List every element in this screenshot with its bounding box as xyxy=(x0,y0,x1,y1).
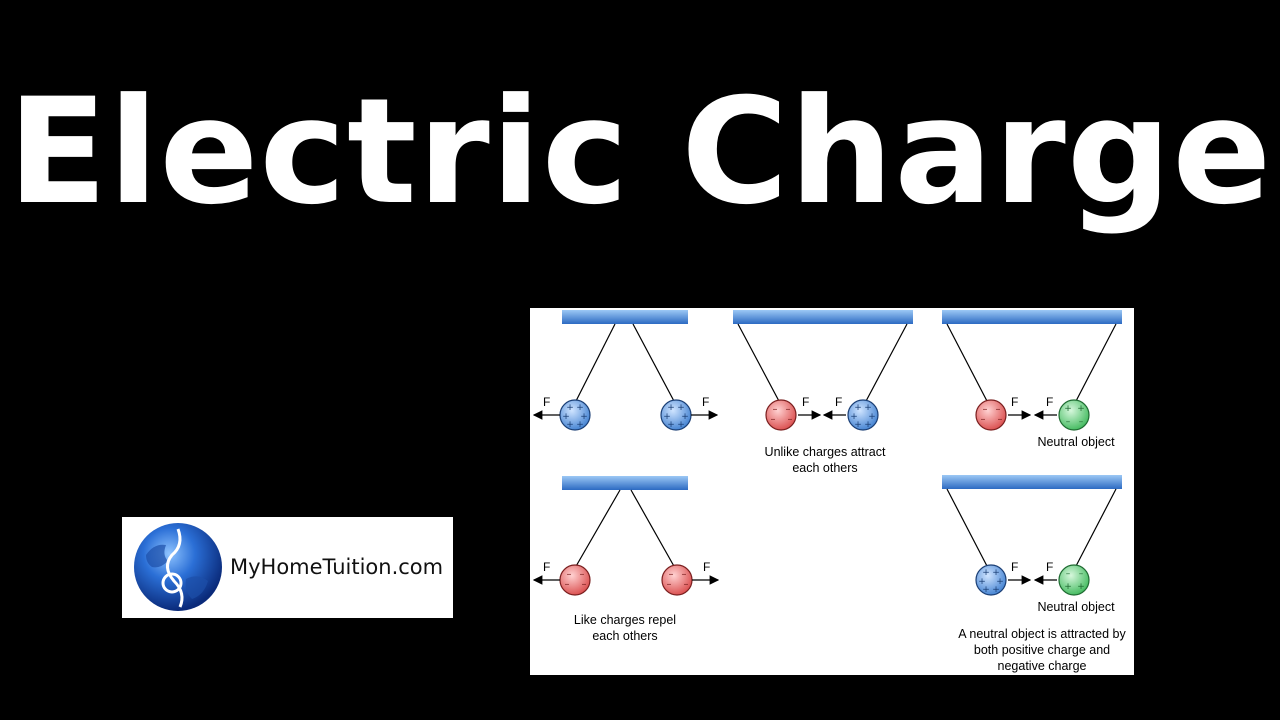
svg-text:–: – xyxy=(684,579,689,590)
svg-text:+: + xyxy=(1077,404,1085,414)
force-label: F xyxy=(1046,560,1053,574)
svg-text:+: + xyxy=(864,420,872,430)
svg-text:+: + xyxy=(562,412,570,422)
svg-text:+: + xyxy=(854,420,862,430)
svg-text:+: + xyxy=(854,403,862,413)
svg-text:+: + xyxy=(982,568,990,578)
panel-positive-neutral: ++ ++ ++ –– ++ F F Neutral object A neut… xyxy=(942,475,1126,673)
svg-text:–: – xyxy=(996,404,1001,415)
svg-text:+: + xyxy=(992,585,1000,595)
svg-text:+: + xyxy=(1064,404,1072,414)
support-bar xyxy=(733,310,913,324)
svg-text:+: + xyxy=(663,412,671,422)
svg-text:–: – xyxy=(983,404,988,415)
svg-text:+: + xyxy=(566,403,574,413)
svg-text:–: – xyxy=(667,579,672,590)
force-label: F xyxy=(543,560,550,574)
globe-icon xyxy=(134,523,222,611)
svg-text:+: + xyxy=(681,412,689,422)
svg-text:+: + xyxy=(667,403,675,413)
force-label: F xyxy=(802,395,809,409)
panel-negative-neutral: –– –– ++ –– F F Neutral object xyxy=(942,310,1122,449)
logo: MyHomeTuition.com xyxy=(122,517,453,618)
panel-positive-repel: ++ ++ ++ ++ ++ ++ F F xyxy=(532,310,719,431)
svg-text:–: – xyxy=(1066,417,1071,427)
positive-charge-sphere xyxy=(847,399,879,431)
charge-diagram: ++ ++ ++ ++ ++ ++ F F –– –– ++ xyxy=(530,308,1134,675)
support-bar xyxy=(942,310,1122,324)
force-label: F xyxy=(1011,560,1018,574)
svg-text:+: + xyxy=(864,403,872,413)
svg-text:+: + xyxy=(1064,582,1072,592)
svg-text:+: + xyxy=(868,412,876,422)
support-bar xyxy=(562,310,688,324)
force-label: F xyxy=(835,395,842,409)
caption: Like charges repel xyxy=(574,613,676,627)
svg-text:–: – xyxy=(786,404,791,415)
panel-negative-repel: –– –– –– –– F F Like charges repel each … xyxy=(532,476,720,643)
svg-text:–: – xyxy=(773,404,778,415)
caption: each others xyxy=(592,629,657,643)
support-bar xyxy=(942,475,1122,489)
svg-text:+: + xyxy=(850,412,858,422)
svg-text:+: + xyxy=(1077,582,1085,592)
svg-text:–: – xyxy=(1079,569,1084,579)
caption: negative charge xyxy=(998,659,1087,673)
svg-text:+: + xyxy=(677,420,685,430)
page-title: Electric Charge xyxy=(7,67,1273,237)
svg-text:–: – xyxy=(582,579,587,590)
support-bar xyxy=(562,476,688,490)
svg-text:–: – xyxy=(682,569,687,580)
svg-text:+: + xyxy=(992,568,1000,578)
svg-text:–: – xyxy=(998,414,1003,425)
svg-text:–: – xyxy=(669,569,674,580)
negative-charge-sphere xyxy=(765,399,797,431)
svg-text:–: – xyxy=(771,414,776,425)
svg-text:+: + xyxy=(667,420,675,430)
force-label: F xyxy=(1046,395,1053,409)
force-label: F xyxy=(543,395,550,409)
caption: both positive charge and xyxy=(974,643,1110,657)
negative-charge-sphere xyxy=(975,399,1007,431)
svg-text:+: + xyxy=(576,403,584,413)
svg-text:+: + xyxy=(576,420,584,430)
force-label: F xyxy=(703,560,710,574)
svg-text:–: – xyxy=(981,414,986,425)
svg-text:+: + xyxy=(982,585,990,595)
svg-text:–: – xyxy=(565,579,570,590)
caption: Unlike charges attract xyxy=(765,445,886,459)
force-label: F xyxy=(1011,395,1018,409)
caption: Neutral object xyxy=(1037,435,1115,449)
panel-unlike-attract: –– –– ++ ++ ++ F F Unlike charges attrac… xyxy=(733,310,913,475)
svg-text:+: + xyxy=(580,412,588,422)
neutral-object-sphere xyxy=(1058,564,1090,596)
svg-text:–: – xyxy=(580,569,585,580)
svg-text:+: + xyxy=(978,577,986,587)
svg-text:+: + xyxy=(566,420,574,430)
svg-text:–: – xyxy=(1066,569,1071,579)
caption: A neutral object is attracted by xyxy=(958,627,1126,641)
force-label: F xyxy=(702,395,709,409)
svg-text:–: – xyxy=(567,569,572,580)
svg-text:–: – xyxy=(788,414,793,425)
svg-text:–: – xyxy=(1079,417,1084,427)
caption: each others xyxy=(792,461,857,475)
caption: Neutral object xyxy=(1037,600,1115,614)
neutral-object-sphere xyxy=(1058,399,1090,431)
svg-text:+: + xyxy=(996,577,1004,587)
positive-charge-sphere xyxy=(975,564,1007,596)
logo-text: MyHomeTuition.com xyxy=(230,555,444,579)
svg-text:+: + xyxy=(677,403,685,413)
